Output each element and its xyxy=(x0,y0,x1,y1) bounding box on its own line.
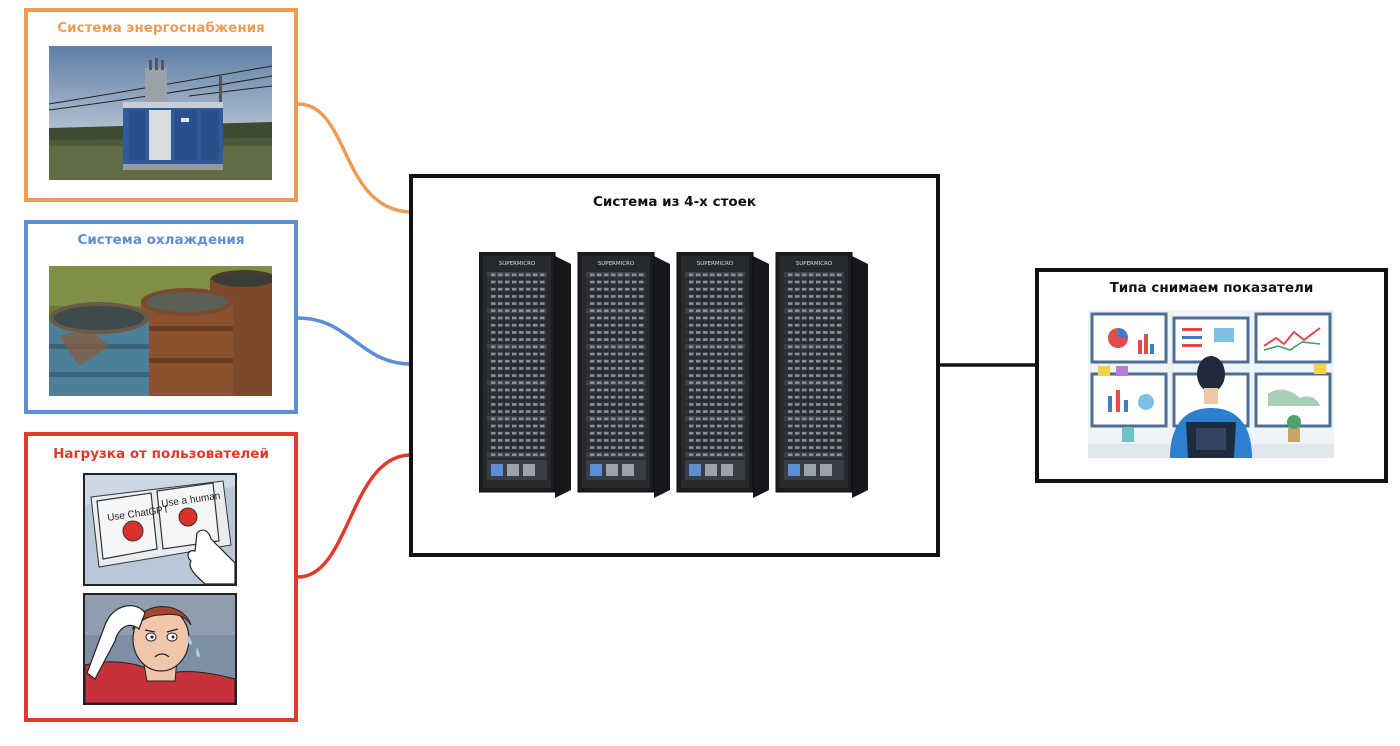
rack-brand-label: SUPERMICRO xyxy=(697,261,734,267)
server-rack: SUPERMICRO xyxy=(775,252,868,498)
monitoring-box: Типа снимаем показатели xyxy=(1035,268,1388,483)
monitoring-title: Типа снимаем показатели xyxy=(1109,280,1314,296)
server-rack: SUPERMICRO xyxy=(479,252,571,498)
transformer-substation-photo xyxy=(49,46,272,180)
load-connector xyxy=(297,453,412,579)
rack-brand-label: SUPERMICRO xyxy=(499,261,536,267)
user-load-title: Нагрузка от пользователей xyxy=(53,446,269,462)
rusty-water-barrels-photo xyxy=(49,266,272,396)
four-rack-system-title: Система из 4-х стоек xyxy=(592,194,757,210)
power-supply-title: Система энергоснабжения xyxy=(57,20,265,36)
two-buttons-meme-bottom-panel xyxy=(83,593,237,705)
cooling-system-title: Система охлаждения xyxy=(77,232,245,248)
power-supply-box: Система энергоснабжения xyxy=(24,8,298,202)
server-rack: SUPERMICRO xyxy=(577,252,670,498)
server-rack: SUPERMICRO xyxy=(676,252,769,498)
rack-brand-label: SUPERMICRO xyxy=(598,261,635,267)
server-racks-illustration: SUPERMICRO SUPERMICRO SUPERMICRO SUPERMICRO xyxy=(479,252,875,502)
cooling-connector xyxy=(297,316,412,366)
two-buttons-meme-top-panel: Use ChatGPT Use a human xyxy=(83,473,237,586)
cooling-system-box: Система охлаждения xyxy=(24,220,298,414)
rack-brand-label: SUPERMICRO xyxy=(796,261,833,267)
operator-at-monitoring-screens xyxy=(1088,310,1334,458)
user-load-box: Нагрузка от пользователей Use ChatGPT Us… xyxy=(24,432,298,722)
power-connector xyxy=(297,102,412,214)
